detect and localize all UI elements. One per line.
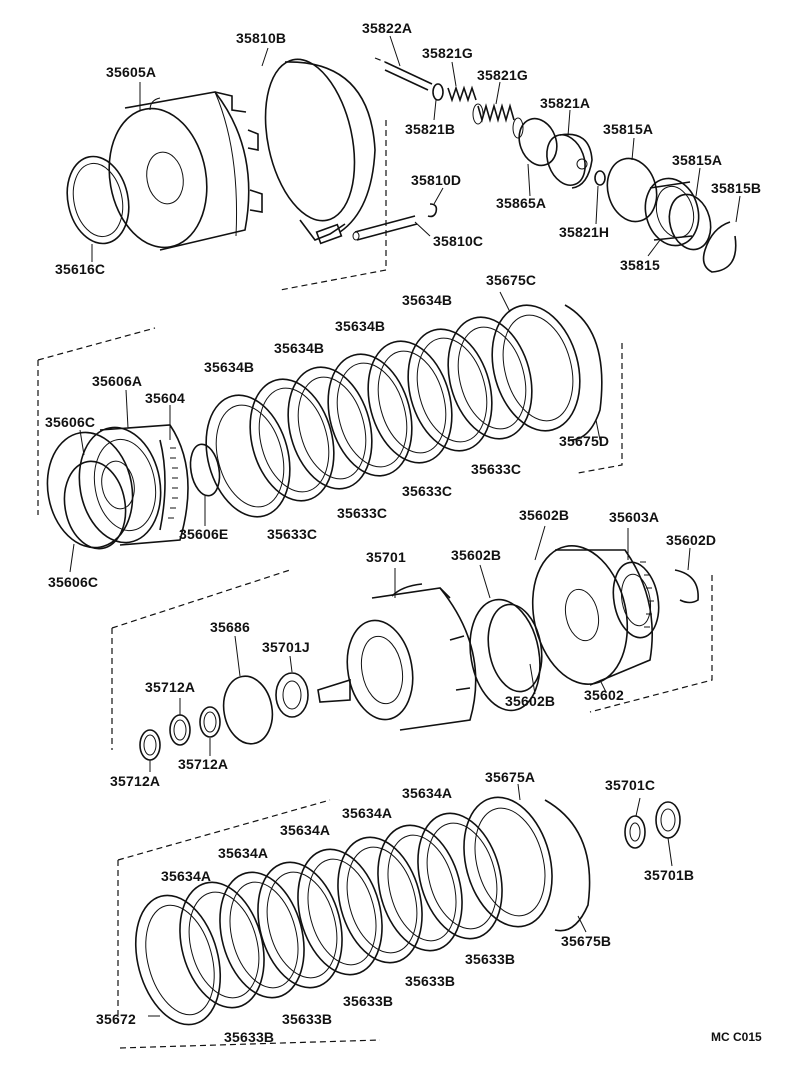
label-35616C: 35616C — [55, 261, 106, 277]
label-35633B-5: 35633B — [224, 1029, 275, 1045]
part-35701J — [275, 672, 309, 718]
label-35606C-1: 35606C — [45, 414, 96, 430]
clutch-pack-c — [205, 304, 581, 518]
label-35821B: 35821B — [405, 121, 456, 137]
label-35603A: 35603A — [609, 509, 660, 525]
label-35633B-2: 35633B — [405, 973, 456, 989]
label-35675B: 35675B — [561, 933, 612, 949]
label-35633C-2: 35633C — [337, 505, 388, 521]
part-35606C-outer — [46, 431, 134, 549]
part-35810C — [352, 215, 418, 241]
part-35810D — [427, 203, 438, 218]
clutch-pack-b — [134, 796, 553, 1026]
label-35686: 35686 — [210, 619, 250, 635]
label-35675A: 35675A — [485, 769, 536, 785]
part-35821A — [546, 133, 593, 189]
part-35604 — [159, 439, 178, 531]
label-35810C: 35810C — [433, 233, 484, 249]
label-35602B-2: 35602B — [519, 507, 570, 523]
part-35821H — [594, 170, 606, 186]
part-35701B — [655, 801, 681, 839]
label-35633C-1: 35633C — [267, 526, 318, 542]
label-35672: 35672 — [96, 1011, 136, 1027]
label-35822A: 35822A — [362, 20, 413, 36]
label-35633B-3: 35633B — [343, 993, 394, 1009]
label-35633B-1: 35633B — [465, 951, 516, 967]
part-35822A — [384, 61, 433, 91]
label-35675C: 35675C — [486, 272, 537, 288]
label-35602B-1: 35602B — [451, 547, 502, 563]
part-35865A — [518, 117, 558, 167]
part-35605A — [108, 91, 263, 251]
label-35606A: 35606A — [92, 373, 143, 389]
part-35815B — [702, 221, 737, 273]
label-35810B: 35810B — [236, 30, 287, 46]
section-clutch-c — [37, 304, 623, 550]
part-35815A-ring — [606, 157, 658, 223]
label-35701: 35701 — [366, 549, 406, 565]
label-35821A: 35821A — [540, 95, 591, 111]
section-direct-clutch — [111, 545, 713, 761]
label-35634A-2: 35634A — [342, 805, 393, 821]
label-35634B-3: 35634B — [274, 340, 325, 356]
label-35865A: 35865A — [496, 195, 547, 211]
label-35606E: 35606E — [179, 526, 229, 542]
part-35815A-seal — [668, 193, 712, 251]
label-35606C-2: 35606C — [48, 574, 99, 590]
label-35633B-4: 35633B — [282, 1011, 333, 1027]
label-35634B-2: 35634B — [335, 318, 386, 334]
label-35815: 35815 — [620, 257, 660, 273]
label-35633C-4: 35633C — [471, 461, 522, 477]
part-35606C-inner — [63, 460, 127, 550]
label-35821H: 35821H — [559, 224, 610, 240]
label-35634A-4: 35634A — [218, 845, 269, 861]
part-35815 — [644, 177, 700, 247]
label-35815A-1: 35815A — [603, 121, 654, 137]
label-35675D: 35675D — [559, 433, 610, 449]
part-35701C — [624, 815, 646, 849]
label-35821G-2: 35821G — [477, 67, 529, 83]
label-35701J: 35701J — [262, 639, 310, 655]
part-35602B-outer — [469, 598, 541, 712]
label-35712A-2: 35712A — [178, 756, 229, 772]
part-35810B — [264, 58, 376, 245]
label-35602: 35602 — [584, 687, 624, 703]
part-35602D — [674, 569, 699, 604]
section-clutch-b — [117, 796, 681, 1049]
part-35675B — [544, 799, 591, 932]
label-35634A-5: 35634A — [161, 868, 212, 884]
label-35701B: 35701B — [644, 867, 695, 883]
part-35712A-3 — [199, 706, 221, 738]
part-35672 — [134, 894, 222, 1026]
diagram-code: MC C015 — [711, 1030, 762, 1044]
part-35686 — [222, 675, 274, 745]
label-35604: 35604 — [145, 390, 185, 406]
part-35603A — [612, 561, 660, 639]
label-35701C: 35701C — [605, 777, 656, 793]
part-35606E — [189, 443, 221, 497]
label-35634A-1: 35634A — [402, 785, 453, 801]
part-35821G-springs — [432, 83, 524, 139]
label-35605A: 35605A — [106, 64, 157, 80]
label-35815A-2: 35815A — [672, 152, 723, 168]
part-35675D — [564, 304, 603, 441]
label-35634B-4: 35634B — [204, 359, 255, 375]
label-35634A-3: 35634A — [280, 822, 331, 838]
label-35602D: 35602D — [666, 532, 717, 548]
label-35634B-1: 35634B — [402, 292, 453, 308]
part-35616C — [66, 155, 130, 245]
part-35701 — [317, 583, 477, 731]
label-35821G-1: 35821G — [422, 45, 474, 61]
part-35606A — [78, 424, 189, 546]
label-35633C-3: 35633C — [402, 483, 453, 499]
section-brake-drum — [66, 57, 737, 291]
label-35712A-1: 35712A — [145, 679, 196, 695]
label-35815B: 35815B — [711, 180, 762, 196]
label-35602B-3: 35602B — [505, 693, 556, 709]
label-35810D: 35810D — [411, 172, 462, 188]
label-35712A-3: 35712A — [110, 773, 161, 789]
leader-lines — [69, 35, 741, 1017]
